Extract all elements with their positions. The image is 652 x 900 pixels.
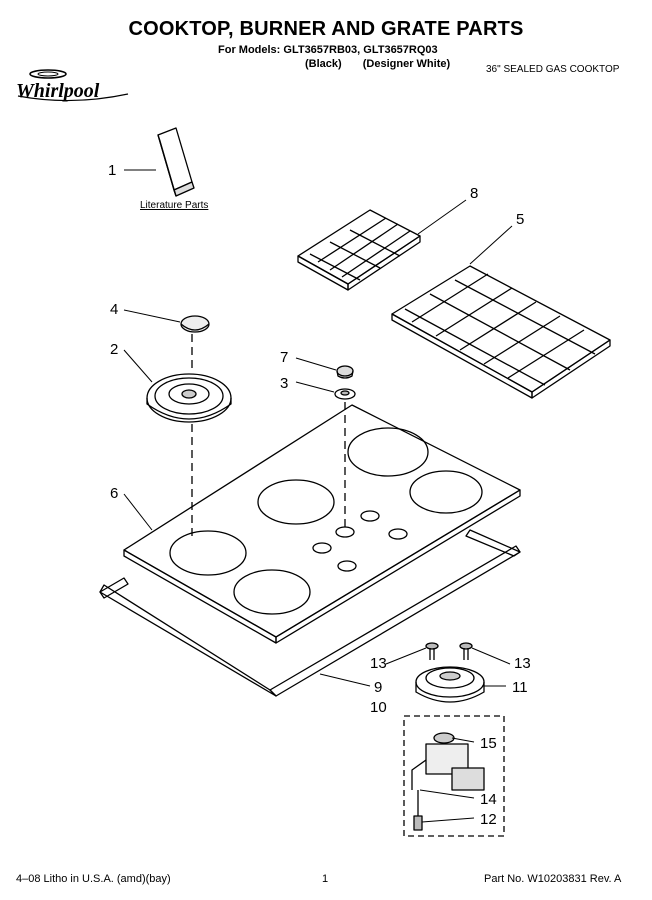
small-burner-base xyxy=(334,388,356,400)
model-variants: (Black) (Designer White) xyxy=(305,58,468,70)
valve-assembly-box xyxy=(403,715,505,837)
leader-4 xyxy=(123,309,181,323)
leader-2 xyxy=(123,349,153,383)
leader-12 xyxy=(421,817,475,823)
callout-15: 15 xyxy=(480,735,497,752)
literature-parts-label: Literature Parts xyxy=(140,200,209,211)
leader-14 xyxy=(419,789,475,799)
leader-15 xyxy=(451,737,475,743)
callout-9: 9 xyxy=(374,679,382,696)
callout-3: 3 xyxy=(280,375,288,392)
footer-part-number: Part No. W10203831 Rev. A xyxy=(484,873,622,885)
callout-6: 6 xyxy=(110,485,118,502)
leader-5 xyxy=(469,225,513,265)
leader-13b xyxy=(471,647,511,665)
leader-3 xyxy=(295,381,335,393)
callout-4: 4 xyxy=(110,301,118,318)
footer-litho: 4–08 Litho in U.S.A. (amd)(bay) xyxy=(16,873,171,885)
cooktop-glass xyxy=(123,404,521,644)
callout-10: 10 xyxy=(370,699,387,716)
large-burner-base xyxy=(146,373,232,423)
callout-12: 12 xyxy=(480,811,497,828)
burner-base-assembly xyxy=(415,666,485,703)
whirlpool-logo: Whirlpool xyxy=(16,80,100,102)
cooktop-gasket xyxy=(99,529,521,697)
variant-black: (Black) xyxy=(305,58,342,70)
small-burner-cap xyxy=(336,365,354,379)
leader-9 xyxy=(319,673,371,687)
callout-7: 7 xyxy=(280,349,288,366)
callout-1: 1 xyxy=(108,162,116,179)
callout-14: 14 xyxy=(480,791,497,808)
leader-13a xyxy=(385,647,427,665)
callout-8: 8 xyxy=(470,185,478,202)
callout-2: 2 xyxy=(110,341,118,358)
leader-8 xyxy=(417,199,467,235)
small-grate xyxy=(297,209,421,291)
callout-11: 11 xyxy=(512,679,528,696)
model-numbers: For Models: GLT3657RB03, GLT3657RQ03 xyxy=(218,44,438,56)
callout-5: 5 xyxy=(516,211,524,228)
valve-assembly xyxy=(411,732,485,831)
variant-white: (Designer White) xyxy=(362,58,451,70)
literature-booklet xyxy=(157,127,195,197)
large-burner-cap xyxy=(180,315,210,333)
callout-13-left: 13 xyxy=(370,655,387,672)
screw-left xyxy=(425,642,439,660)
screw-right xyxy=(459,642,473,660)
large-grate xyxy=(391,265,611,399)
leader-7 xyxy=(295,357,337,371)
cooktop-type: 36" SEALED GAS COOKTOP xyxy=(486,64,620,75)
page-title: COOKTOP, BURNER AND GRATE PARTS xyxy=(128,18,524,40)
footer-page-number: 1 xyxy=(322,873,329,885)
callout-13-right: 13 xyxy=(514,655,531,672)
leader-6 xyxy=(123,493,153,531)
whirlpool-logo-swirl xyxy=(17,69,129,102)
